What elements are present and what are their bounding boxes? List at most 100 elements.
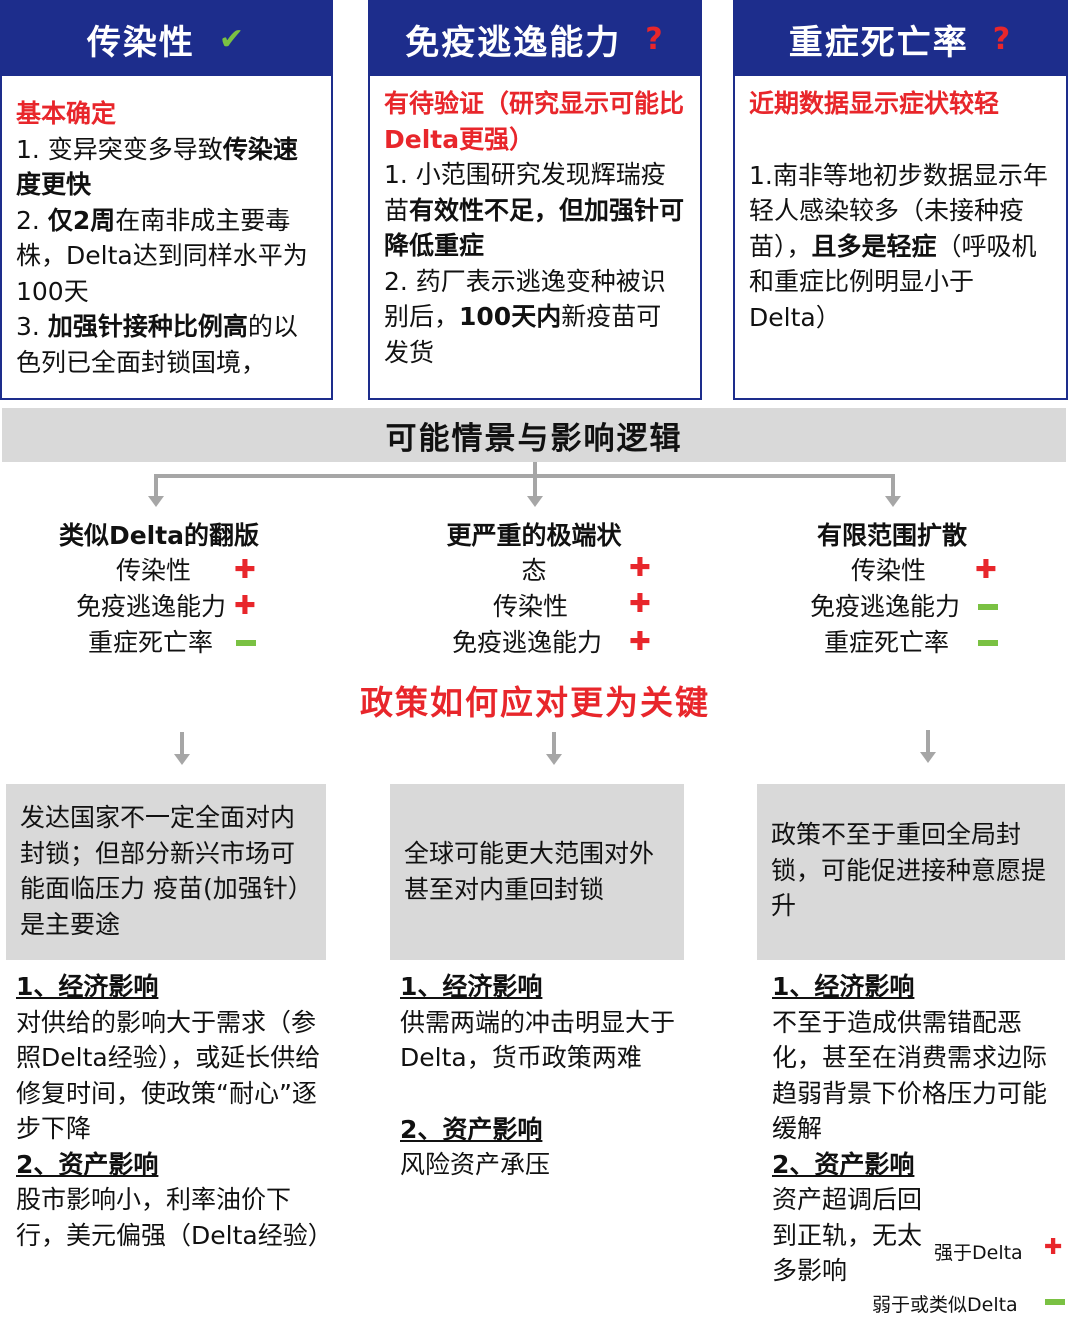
minus-icon — [236, 640, 256, 646]
connector-horizontal — [154, 474, 894, 478]
criterion-body: 近期数据显示症状较轻 1.南非等地初步数据显示年轻人感染较多（未接种疫苗），且多… — [735, 76, 1066, 335]
minus-icon — [978, 604, 998, 610]
economic-impact-heading: 1、经济影响 — [400, 972, 543, 1001]
connector-left — [154, 474, 158, 500]
scenario-row: 免疫逃逸能力 — [76, 592, 227, 621]
question-icon: ? — [645, 21, 665, 57]
criterion-line: 2. 药厂表示逃逸变种被识别后，100天内新疫苗可发货 — [384, 264, 686, 371]
scenario-banner: 可能情景与影响逻辑 — [2, 408, 1066, 462]
bold-run: 100天内 — [459, 302, 562, 331]
scenario-row: 传染性 — [116, 556, 192, 585]
economic-impact-text: 对供给的影响大于需求（参照Delta经验），或延长供给修复时间，使政策“耐心”逐… — [16, 1007, 321, 1144]
bold-run: 且多是轻症 — [811, 231, 937, 261]
asset-impact-heading: 2、资产影响 — [772, 1149, 915, 1179]
arrow-down-icon — [148, 496, 164, 507]
text-run: 在南非成主要毒株，Delta达到同样水平为100天 — [16, 205, 308, 306]
text-run: 新疫苗可发货 — [384, 302, 662, 367]
minus-icon — [1045, 1299, 1065, 1305]
legend-stronger: 强于Delta — [934, 1242, 1023, 1264]
scenario-title: 类似Delta的翻版 — [58, 521, 260, 550]
text-run: 3. — [16, 312, 48, 341]
arrow-down-icon — [885, 496, 901, 507]
criterion-title: 传染性 — [86, 22, 195, 63]
policy-box: 全球可能更大范围对外甚至对内重回封锁 — [390, 784, 684, 960]
criterion-line: 2. 仅2周在南非成主要毒株，Delta达到同样水平为100天 — [16, 203, 317, 310]
economic-impact-heading: 1、经济影响 — [772, 972, 915, 1001]
asset-impact-heading: 2、资产影响 — [400, 1114, 543, 1144]
question-icon: ? — [992, 21, 1013, 57]
arrow-down-icon — [527, 496, 543, 507]
criterion-line: 1.南非等地初步数据显示年轻人感染较多（未接种疫苗），且多是轻症（呼吸机和重症比… — [749, 158, 1052, 336]
bold-run: 有效性不足，但加强针可降低重症 — [384, 195, 685, 261]
impact-block: 1、经济影响 对供给的影响大于需求（参照Delta经验），或延长供给修复时间，使… — [16, 969, 333, 1253]
asset-impact-text: 股市影响小，利率油价下行，美元偏强（Delta经验） — [16, 1185, 333, 1250]
text-run: 1.南非等地初步数据显示年轻人感染较多（未接种疫苗）， — [749, 160, 1048, 261]
connector-center — [533, 462, 537, 500]
criterion-line: 1. 小范围研究发现辉瑞疫苗有效性不足，但加强针可降低重症 — [384, 157, 686, 264]
plus-icon: ✚ — [629, 627, 651, 657]
text-run: （呼吸机和重症比例明显小于Delta） — [749, 231, 1037, 332]
impact-block: 1、经济影响 供需两端的冲击明显大于Delta，货币政策两难 2、资产影响 风险… — [400, 969, 680, 1183]
criterion-line: 3. 加强针接种比例高的以色列已全面封锁国境， — [16, 309, 317, 380]
economic-impact-heading: 1、经济影响 — [16, 972, 159, 1001]
legend-weaker: 弱于或类似Delta — [872, 1294, 1018, 1316]
policy-box: 发达国家不一定全面对内封锁；但部分新兴市场可能面临压力 疫苗(加强针）是主要途 — [6, 784, 326, 960]
economic-impact-text: 供需两端的冲击明显大于Delta，货币政策两难 — [400, 1007, 676, 1073]
scenario-title-line: 态 — [521, 556, 547, 585]
plus-icon: ✚ — [629, 553, 651, 583]
scenario-row: 免疫逃逸能力 — [452, 628, 603, 657]
text-run: 的以色列已全面封锁国境， — [16, 312, 298, 377]
bold-run: 仅2周 — [47, 205, 116, 235]
arrow-down-icon — [920, 730, 936, 763]
spacer — [400, 1076, 680, 1112]
check-icon: ✔ — [218, 21, 247, 57]
bold-run: 加强针接种比例高 — [47, 312, 248, 341]
plus-icon: ✚ — [234, 591, 256, 621]
criterion-title: 免疫逃逸能力 — [405, 22, 622, 63]
arrow-down-icon — [546, 732, 562, 765]
criterion-header: 免疫逃逸能力 ? — [370, 2, 700, 76]
criterion-immune-escape: 免疫逃逸能力 ? 有待验证（研究显示可能比Delta更强） 1. 小范围研究发现… — [368, 0, 702, 400]
text-run: 2. 药厂表示逃逸变种被识别后， — [384, 266, 666, 332]
plus-icon: ✚ — [975, 555, 997, 585]
criterion-severity: 重症死亡率 ? 近期数据显示症状较轻 1.南非等地初步数据显示年轻人感染较多（未… — [733, 0, 1068, 400]
criterion-title: 重症死亡率 — [788, 22, 969, 63]
asset-impact-text: 资产超调后回到正轨，无太多影响 — [772, 1185, 923, 1285]
scenario-title: 有限范围扩散 — [816, 521, 967, 550]
scenario-row: 传染性 — [851, 556, 927, 585]
text-run: 2. — [16, 205, 48, 235]
criterion-status: 基本确定 — [16, 99, 117, 128]
scenario-row: 重症死亡率 — [824, 628, 950, 657]
criterion-lines: 1.南非等地初步数据显示年轻人感染较多（未接种疫苗），且多是轻症（呼吸机和重症比… — [749, 158, 1052, 336]
criterion-line: 1. 变异突变多导致传染速度更快 — [16, 132, 317, 203]
scenario-row: 免疫逃逸能力 — [810, 592, 961, 621]
scenario-row: 重症死亡率 — [88, 628, 214, 657]
text-run: 1. 小范围研究发现辉瑞疫苗 — [384, 160, 666, 225]
scenario-title: 更严重的极端状 态 — [420, 518, 648, 588]
policy-box: 政策不至于重回全局封锁，可能促进接种意愿提升 — [757, 784, 1065, 960]
connector-right — [891, 474, 895, 500]
criterion-status: 近期数据显示症状较轻 — [749, 89, 1000, 118]
bold-run: 传染速度更快 — [16, 134, 298, 200]
plus-icon: ✚ — [1044, 1235, 1063, 1260]
criterion-header: 传染性 ✔ — [2, 2, 331, 76]
economic-impact-text: 不至于造成供需错配恶化，甚至在消费需求边际趋弱背景下价格压力可能缓解 — [772, 1007, 1048, 1144]
minus-icon — [978, 640, 998, 646]
plus-icon: ✚ — [234, 555, 256, 585]
text-run: 1. 变异突变多导致 — [16, 134, 223, 164]
scenario-title-line: 更严重的极端状 — [446, 521, 622, 550]
asset-impact-text: 风险资产承压 — [400, 1150, 551, 1179]
scenario-row: 传染性 — [493, 592, 569, 621]
plus-icon: ✚ — [629, 589, 651, 619]
impact-block: 1、经济影响 不至于造成供需错配恶化，甚至在消费需求边际趋弱背景下价格压力可能缓… — [772, 969, 1052, 1289]
criterion-status: 有待验证（研究显示可能比Delta更强） — [384, 89, 685, 154]
criterion-body: 有待验证（研究显示可能比Delta更强） 1. 小范围研究发现辉瑞疫苗有效性不足… — [370, 76, 700, 370]
arrow-down-icon — [174, 732, 190, 765]
criterion-header: 重症死亡率 ? — [735, 2, 1066, 76]
key-message: 政策如何应对更为关键 — [360, 683, 710, 722]
asset-impact-heading: 2、资产影响 — [16, 1149, 159, 1179]
